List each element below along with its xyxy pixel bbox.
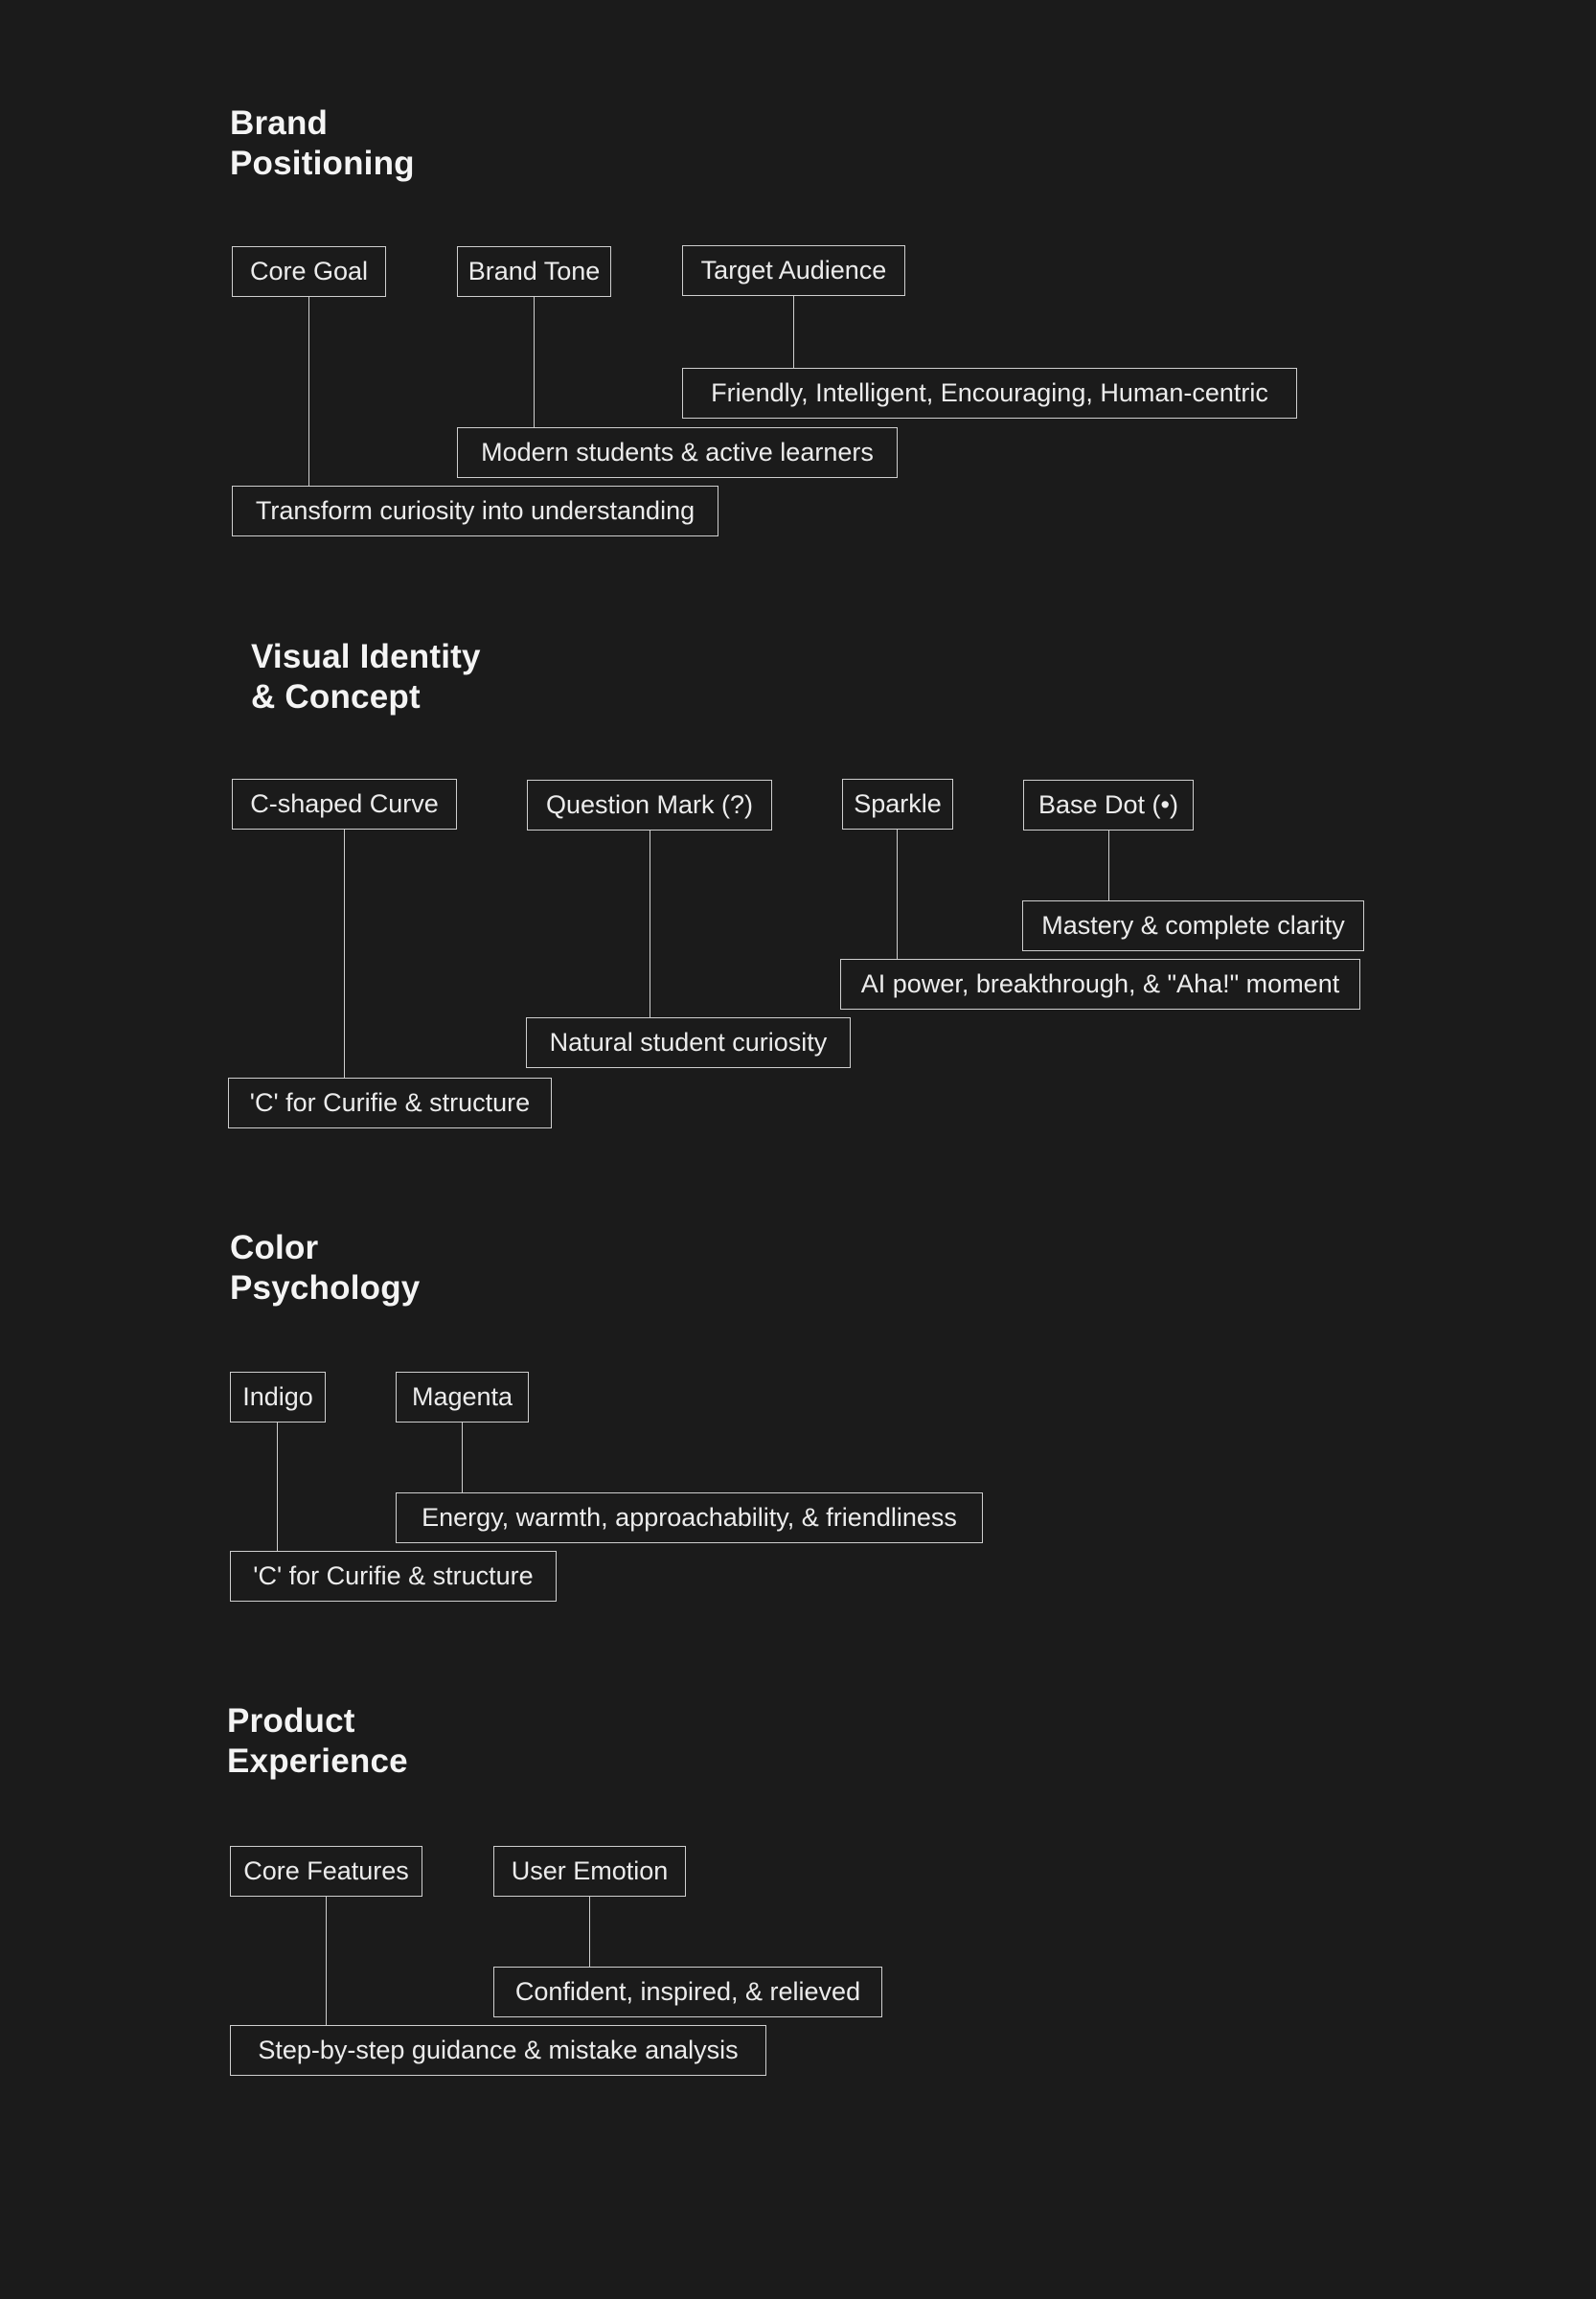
title-line: Visual Identity [251, 638, 481, 675]
title-line: Color [230, 1229, 319, 1266]
section-title-color-psychology: Color Psychology [230, 1228, 420, 1309]
connector-c-curve [344, 829, 345, 1080]
node-features-detail: Step-by-step guidance & mistake analysis [230, 2025, 766, 2076]
node-core-goal: Core Goal [232, 246, 386, 297]
node-c-curve-detail: 'C' for Curifie & structure [228, 1078, 552, 1128]
connector-indigo [277, 1422, 278, 1552]
section-title-brand-positioning: Brand Positioning [230, 103, 415, 184]
node-goal-detail: Transform curiosity into understanding [232, 486, 718, 536]
node-brand-tone: Brand Tone [457, 246, 611, 297]
connector-magenta [462, 1422, 463, 1493]
node-user-emotion: User Emotion [493, 1846, 686, 1897]
node-question-detail: Natural student curiosity [526, 1017, 851, 1068]
node-tone-detail: Modern students & active learners [457, 427, 898, 478]
title-line: Product [227, 1702, 355, 1740]
connector-core-features [326, 1896, 327, 2027]
connector-base-dot [1108, 830, 1109, 901]
connector-core-goal [308, 297, 309, 487]
title-line: Psychology [230, 1269, 421, 1307]
node-target-audience: Target Audience [682, 245, 905, 296]
node-emotion-detail: Confident, inspired, & relieved [493, 1967, 882, 2017]
section-title-product-experience: Product Experience [227, 1701, 408, 1782]
node-audience-detail: Friendly, Intelligent, Encouraging, Huma… [682, 368, 1297, 419]
connector-brand-tone [534, 297, 535, 428]
node-base-dot: Base Dot (•) [1023, 780, 1194, 831]
connector-target-audience [793, 296, 794, 369]
title-line: & Concept [251, 678, 421, 716]
node-indigo-detail: 'C' for Curifie & structure [230, 1551, 557, 1602]
node-magenta-detail: Energy, warmth, approachability, & frien… [396, 1492, 983, 1543]
title-line: Positioning [230, 145, 415, 182]
connector-sparkle [897, 829, 898, 960]
node-core-features: Core Features [230, 1846, 422, 1897]
node-indigo: Indigo [230, 1372, 326, 1423]
connector-user-emotion [589, 1896, 590, 1969]
node-base-dot-detail: Mastery & complete clarity [1022, 900, 1364, 951]
section-title-visual-identity: Visual Identity & Concept [251, 637, 481, 717]
title-line: Brand [230, 104, 329, 142]
title-line: Experience [227, 1742, 408, 1780]
node-c-shaped-curve: C-shaped Curve [232, 779, 457, 830]
node-magenta: Magenta [396, 1372, 529, 1423]
node-sparkle: Sparkle [842, 779, 953, 830]
node-sparkle-detail: AI power, breakthrough, & "Aha!" moment [840, 959, 1360, 1010]
node-question-mark: Question Mark (?) [527, 780, 772, 831]
